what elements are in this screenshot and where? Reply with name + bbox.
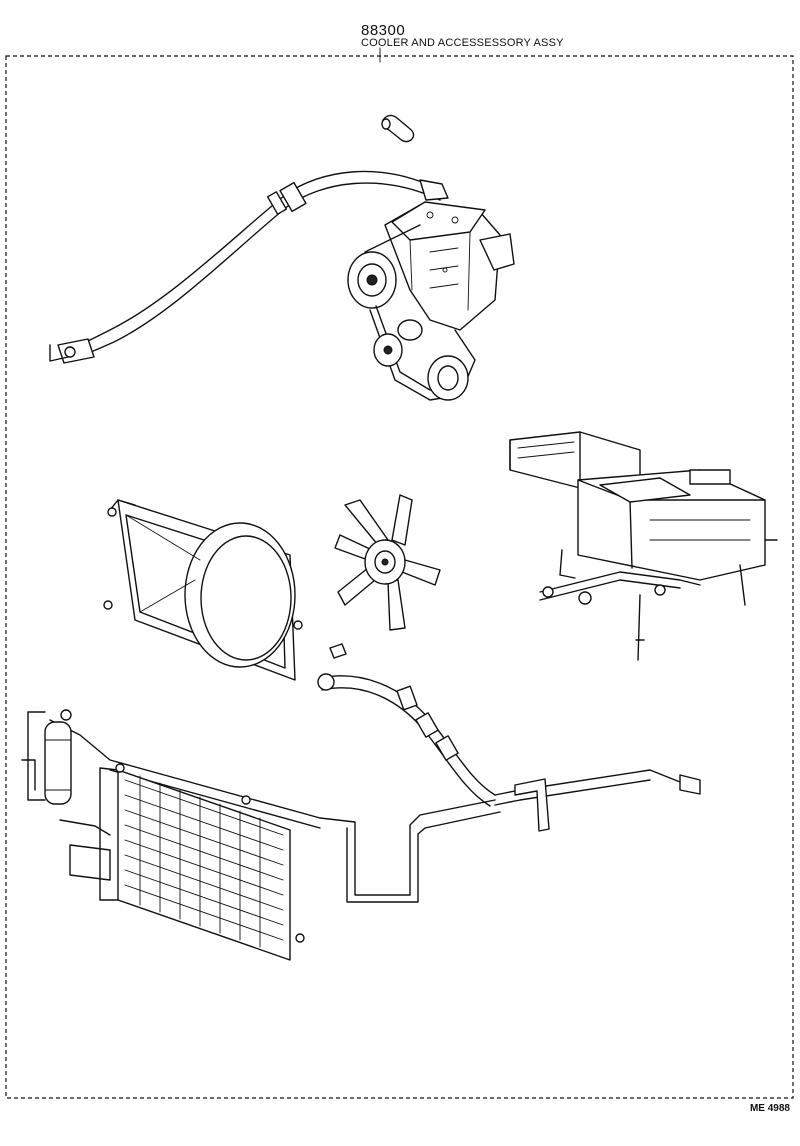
suction-hose-part bbox=[49, 170, 449, 364]
illustration-code: ME 4988 bbox=[749, 1103, 790, 1114]
compressor-part bbox=[347, 201, 515, 401]
condenser-part bbox=[69, 763, 305, 961]
fan-shroud-part bbox=[103, 499, 303, 681]
discharge-hose-part bbox=[317, 643, 496, 807]
part-code: 88300 bbox=[361, 22, 406, 39]
receiver-drier-part bbox=[21, 709, 111, 836]
cooling-unit-part bbox=[509, 431, 778, 661]
hose-fitting-part bbox=[381, 114, 415, 143]
diagram-frame bbox=[5, 47, 794, 1099]
cooling-fan-part bbox=[334, 494, 441, 631]
diagram-title: COOLER AND ACCESSESSORY ASSY bbox=[361, 37, 564, 49]
